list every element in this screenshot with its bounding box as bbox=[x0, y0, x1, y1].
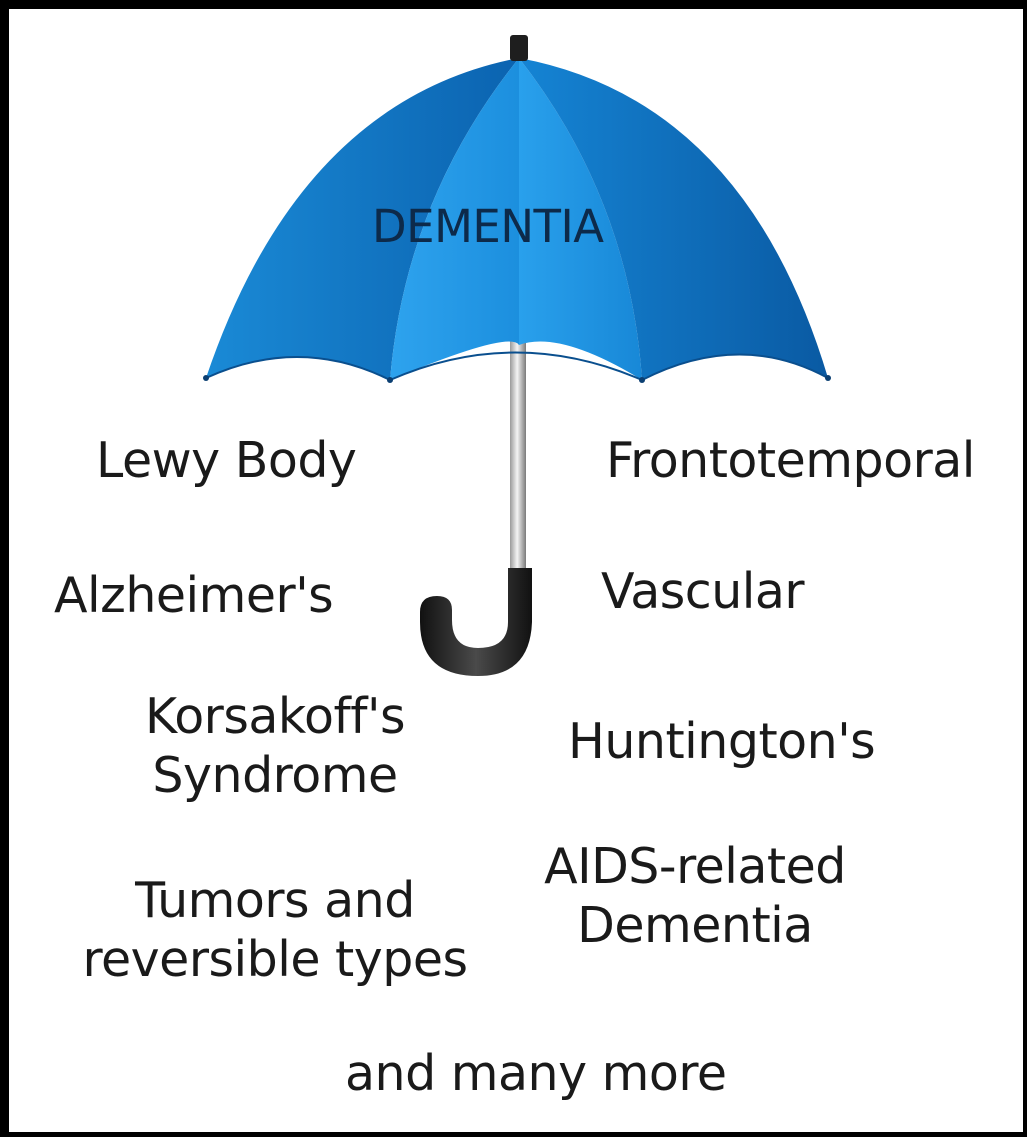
label-tumors-line1: Tumors and bbox=[60, 872, 490, 931]
label-korsakoff-line2: Syndrome bbox=[110, 747, 440, 806]
label-vascular: Vascular bbox=[601, 563, 804, 622]
rib-tip bbox=[639, 377, 645, 383]
label-aids-line1: AIDS-related bbox=[510, 838, 880, 897]
label-aids-line2: Dementia bbox=[510, 897, 880, 956]
umbrella-shaft bbox=[510, 340, 526, 575]
label-korsakoff: Korsakoff's Syndrome bbox=[110, 688, 440, 806]
rib-tip bbox=[825, 375, 831, 381]
label-huntingtons: Huntington's bbox=[568, 713, 875, 772]
umbrella-tip bbox=[510, 35, 528, 61]
rib-tip bbox=[203, 375, 209, 381]
rib-tip bbox=[387, 377, 393, 383]
label-aids-related: AIDS-related Dementia bbox=[510, 838, 880, 956]
label-korsakoff-line1: Korsakoff's bbox=[110, 688, 440, 747]
umbrella-handle bbox=[420, 568, 532, 676]
label-tumors-line2: reversible types bbox=[60, 931, 490, 990]
umbrella-title: DEMENTIA bbox=[372, 200, 604, 253]
label-and-many-more: and many more bbox=[345, 1045, 727, 1104]
label-tumors: Tumors and reversible types bbox=[60, 872, 490, 990]
label-alzheimers: Alzheimer's bbox=[54, 567, 333, 626]
label-frontotemporal: Frontotemporal bbox=[606, 432, 975, 491]
label-lewy-body: Lewy Body bbox=[96, 432, 356, 491]
